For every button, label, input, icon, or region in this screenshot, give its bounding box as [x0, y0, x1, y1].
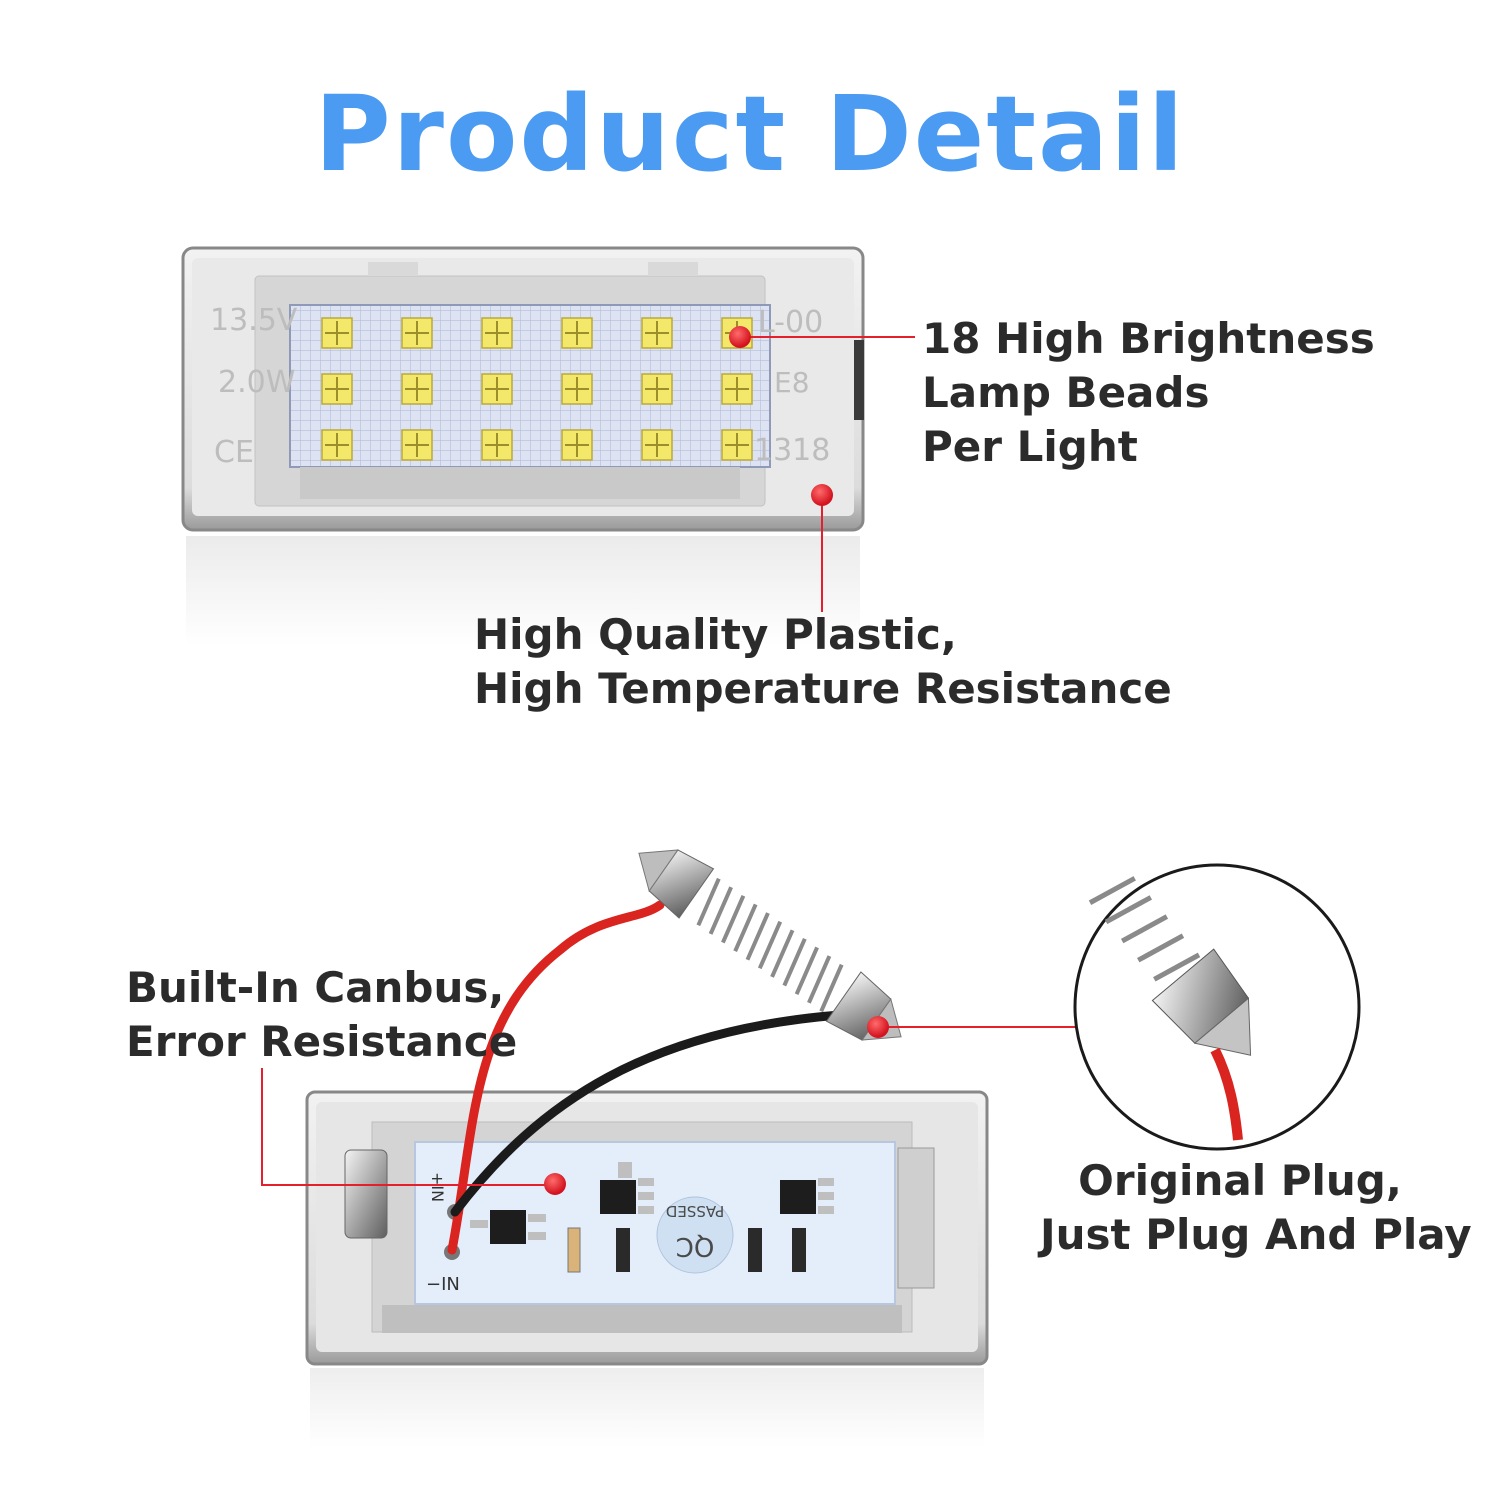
callout-dot-canbus — [544, 1173, 566, 1195]
emark-marking: E8 — [774, 366, 810, 399]
passed-marking: PASSED — [666, 1202, 724, 1220]
led-bead-mark — [405, 377, 429, 401]
led-bead-mark — [565, 433, 589, 457]
callout-dot-beads — [729, 326, 751, 348]
callout-dot-plug — [867, 1016, 889, 1038]
led-bead-mark — [325, 433, 349, 457]
beads-label-line: Per Light — [922, 422, 1138, 471]
plug-label-line: Original Plug, — [1078, 1156, 1402, 1205]
plug-label-line: Just Plug And Play — [1040, 1210, 1472, 1259]
ce-marking: CE — [214, 435, 254, 470]
led-bead-mark — [405, 433, 429, 457]
led-bead-mark — [725, 377, 749, 401]
canbus-label: Built-In Canbus, Error Resistance — [126, 961, 517, 1069]
callout-dot-plastic — [811, 484, 833, 506]
led-bead-mark — [325, 321, 349, 345]
beads-callout — [729, 326, 915, 348]
plastic-label-line: High Quality Plastic, — [474, 610, 957, 659]
led-bead-mark — [485, 321, 509, 345]
bottom-lamp: QC PASSED +IN −IN — [305, 1090, 989, 1448]
led-bead-mark — [645, 433, 669, 457]
voltage-marking: 13.5V — [210, 303, 298, 338]
plug-label: Original Plug, Just Plug And Play — [1040, 1154, 1472, 1262]
canbus-callout — [261, 1068, 566, 1195]
led-bead-mark — [485, 377, 509, 401]
plastic-label: High Quality Plastic, High Temperature R… — [474, 608, 1172, 716]
code-marking: L-00 — [758, 305, 823, 340]
led-bead-mark — [725, 433, 749, 457]
led-bead-mark — [405, 321, 429, 345]
led-bead-mark — [645, 377, 669, 401]
led-bead-mark — [565, 377, 589, 401]
beads-label: 18 High Brightness Lamp Beads Per Light — [922, 312, 1375, 474]
page-title: Product Detail — [314, 73, 1186, 195]
plug-zoom-circle — [1073, 863, 1361, 1151]
minus-in-marking: −IN — [426, 1274, 460, 1295]
canbus-label-line: Built-In Canbus, — [126, 963, 505, 1012]
plus-in-marking: +IN — [428, 1172, 447, 1202]
led-array — [321, 317, 753, 461]
plug-callout — [867, 1016, 1080, 1038]
beads-label-line: Lamp Beads — [922, 368, 1210, 417]
canbus-label-line: Error Resistance — [126, 1017, 518, 1066]
plastic-callout — [811, 484, 833, 612]
led-bead-mark — [325, 377, 349, 401]
qc-marking: QC — [676, 1231, 715, 1261]
number-marking: 1318 — [754, 433, 830, 468]
led-bead-mark — [565, 321, 589, 345]
led-bead-mark — [645, 321, 669, 345]
wires — [447, 900, 845, 1255]
beads-label-line: 18 High Brightness — [922, 314, 1375, 363]
power-marking: 2.0W — [218, 365, 295, 400]
top-lamp: 13.5V 2.0W CE L-00 E8 1318 — [181, 246, 865, 646]
led-bead-mark — [485, 433, 509, 457]
plastic-label-line: High Temperature Resistance — [474, 664, 1172, 713]
